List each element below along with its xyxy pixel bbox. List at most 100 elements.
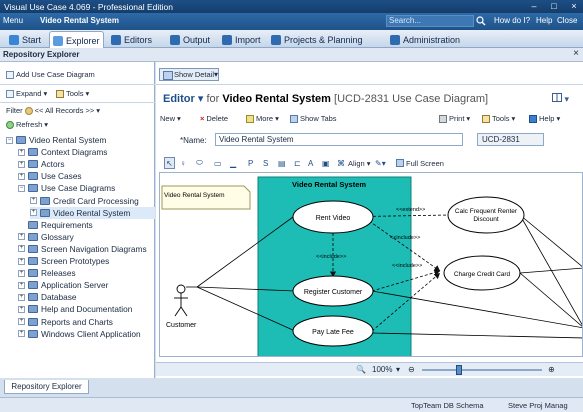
tab-editors[interactable]: Editors	[108, 31, 155, 48]
view-options-button[interactable]: ▾	[551, 93, 569, 105]
show-detail-button[interactable]: Show Detail	[159, 68, 220, 81]
dropdown-arrow-icon: ▾	[85, 89, 90, 98]
tree-item[interactable]: +Application Server	[18, 279, 108, 291]
expand-icon[interactable]: +	[18, 257, 25, 265]
menu-button[interactable]: Menu	[3, 16, 24, 25]
more-button[interactable]: More▾	[246, 114, 279, 123]
expand-icon[interactable]: +	[18, 318, 25, 325]
use-case-rent-video[interactable]	[292, 200, 374, 234]
delete-button[interactable]: ×Delete	[200, 114, 228, 123]
repository-explorer-tab[interactable]: Repository Explorer	[4, 380, 89, 394]
expand-icon[interactable]: +	[18, 293, 25, 301]
refresh-button[interactable]: Refresh ▾	[6, 120, 48, 129]
ellipse-tool[interactable]: ⬭	[196, 158, 203, 167]
tree-item[interactable]: +Glossary	[18, 231, 74, 243]
expand-button[interactable]: Expand ▾	[6, 89, 47, 98]
show-tabs-button[interactable]: Show Tabs	[290, 114, 337, 123]
expand-icon[interactable]: +	[18, 245, 25, 253]
tree-item[interactable]: −Video Rental System	[6, 134, 106, 146]
tab-administration[interactable]: Administration	[387, 31, 463, 48]
tree-item[interactable]: +Releases	[18, 267, 76, 279]
full-screen-button[interactable]: Full Screen	[396, 157, 444, 169]
image-tool[interactable]: ▣	[322, 158, 330, 168]
expand-icon[interactable]: +	[18, 269, 25, 277]
use-case-charge-credit-card[interactable]	[443, 255, 521, 291]
expand-icon[interactable]: +	[18, 305, 25, 313]
new-button[interactable]: New▾	[160, 114, 181, 123]
tools-button[interactable]: Tools ▾	[56, 89, 89, 98]
tree-item[interactable]: +Actors	[18, 158, 65, 170]
tree-item[interactable]: +Windows Client Application	[18, 328, 141, 340]
search-input[interactable]: Search...	[386, 15, 474, 27]
expand-icon[interactable]: +	[18, 148, 25, 156]
zoom-slider-thumb[interactable]	[456, 365, 462, 375]
close-window-button[interactable]: ×	[571, 1, 577, 11]
tab-projects-planning[interactable]: Projects & Planning	[268, 31, 366, 48]
tree-item[interactable]: +Context Diagrams	[18, 146, 107, 158]
package-tool[interactable]: P	[248, 158, 254, 168]
zoom-in-button[interactable]: ⊕	[548, 365, 555, 374]
align-button[interactable]: Align▾	[348, 157, 370, 169]
tree-item[interactable]: +Screen Navigation Diagrams	[18, 243, 147, 255]
use-case-calc-discount[interactable]	[447, 196, 525, 234]
tree-item[interactable]: +Credit Card Processing	[30, 195, 139, 207]
how-do-i-link[interactable]: How do I?	[494, 16, 531, 25]
show-detail-dropdown-icon[interactable]: ▾	[214, 70, 219, 79]
tree-item[interactable]: +Screen Prototypes	[18, 255, 109, 267]
note-tool[interactable]: ▤	[278, 158, 286, 168]
add-use-case-diagram-button[interactable]: Add Use Case Diagram	[6, 70, 95, 79]
actor-customer[interactable]	[174, 284, 188, 317]
collapse-icon[interactable]: −	[18, 184, 25, 192]
tree-item[interactable]: +Help and Documentation	[18, 303, 132, 315]
actor-tool[interactable]: ♀	[180, 158, 186, 168]
expand-icon[interactable]: +	[30, 209, 37, 217]
tree-item[interactable]: +Video Rental System	[30, 206, 155, 219]
expand-icon[interactable]: +	[18, 233, 25, 241]
tab-explorer[interactable]: Explorer	[49, 31, 104, 49]
editor-dropdown-icon[interactable]: ▾	[197, 93, 204, 105]
close-panel-icon[interactable]: ×	[573, 48, 579, 59]
expand-icon[interactable]: +	[18, 330, 25, 338]
zoom-level[interactable]: 100%	[372, 365, 393, 374]
tree-item[interactable]: +Reports and Charts	[18, 316, 113, 328]
anchor-tool[interactable]: ⊏	[294, 158, 301, 168]
zoom-dropdown-icon[interactable]: ▾	[396, 365, 401, 374]
print-button[interactable]: Print▾	[439, 114, 470, 123]
diagram-canvas[interactable]: Video Rental System Video Rental System	[159, 172, 583, 357]
expand-icon[interactable]: +	[18, 281, 25, 289]
zoom-out-button[interactable]: ⊖	[408, 365, 415, 374]
collapse-icon[interactable]: −	[6, 136, 13, 144]
tab-start[interactable]: Start	[6, 31, 44, 48]
help-menu-button[interactable]: Help▾	[529, 114, 560, 123]
name-field[interactable]: Video Rental System	[215, 133, 463, 146]
pointer-tool[interactable]: ↖	[164, 157, 175, 169]
zoom-slider[interactable]	[422, 369, 542, 371]
tree-item[interactable]: Requirements	[18, 219, 93, 231]
expand-icon[interactable]: +	[18, 172, 25, 180]
use-case-register-customer[interactable]	[292, 275, 374, 307]
text-tool[interactable]: A	[308, 158, 314, 168]
help-link[interactable]: Help	[536, 16, 553, 25]
format-tool[interactable]: ✎▾	[375, 158, 386, 168]
filter-control[interactable]: Filter << All Records >> ▾	[6, 106, 100, 115]
link-tool[interactable]: ⌘	[337, 158, 345, 168]
maximize-button[interactable]: □	[551, 1, 557, 11]
close-link[interactable]: Close	[557, 16, 578, 25]
tree-item[interactable]: +Database	[18, 291, 77, 303]
expand-icon[interactable]: +	[30, 197, 37, 204]
rectangle-tool[interactable]: ▭	[214, 158, 222, 168]
tab-import[interactable]: Import	[219, 31, 264, 48]
tree-item[interactable]: −Use Case Diagrams	[18, 182, 115, 194]
system-tool[interactable]: S	[263, 158, 269, 168]
tools-menu-button[interactable]: Tools▾	[482, 114, 515, 123]
expand-icon[interactable]: +	[18, 160, 25, 168]
tab-output[interactable]: Output	[167, 31, 213, 48]
use-case-pay-late-fee[interactable]	[292, 315, 374, 347]
diagram-note[interactable]: Video Rental System	[161, 185, 251, 210]
editor-label[interactable]: Editor	[163, 93, 195, 105]
underline-tool[interactable]: ▁	[230, 158, 237, 168]
zoom-icon[interactable]: 🔍	[356, 365, 366, 374]
search-icon[interactable]	[476, 16, 486, 28]
minimize-button[interactable]: –	[531, 1, 537, 11]
tree-item[interactable]: +Use Cases	[18, 170, 82, 182]
